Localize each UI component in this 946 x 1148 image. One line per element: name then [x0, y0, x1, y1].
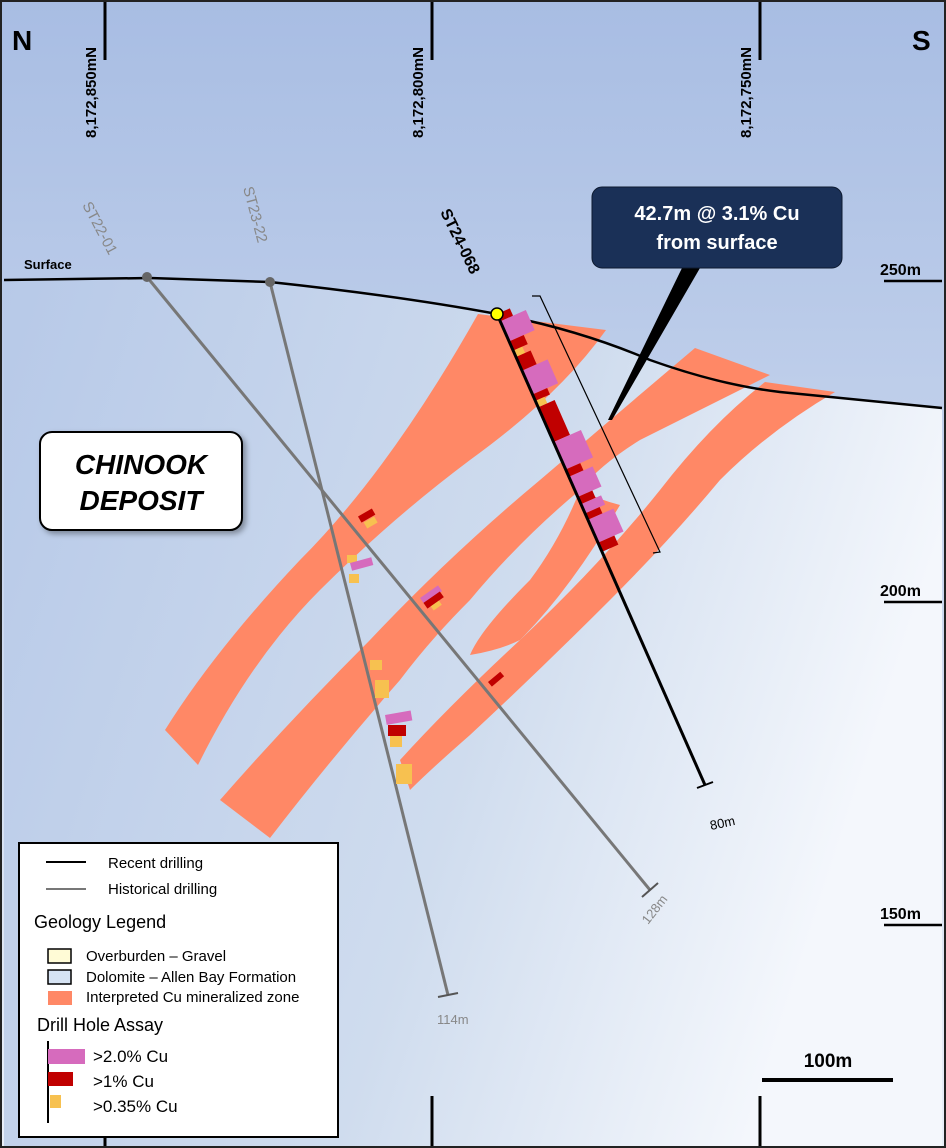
hole-depth: 80m — [709, 813, 737, 833]
surface-line — [3, 276, 943, 410]
south-label: S — [912, 25, 931, 56]
elevation-label: 250m — [880, 262, 921, 279]
legend-recent: Recent drilling — [108, 855, 203, 872]
legend-assay-title: Drill Hole Assay — [37, 1015, 163, 1035]
deposit-label: CHINOOK DEPOSIT — [39, 431, 243, 531]
northing-label: 8,172,850mN — [83, 47, 100, 138]
mineralized-zone-2 — [220, 348, 770, 838]
scale-bar-label: 100m — [804, 1051, 853, 1072]
intercept-bracket — [532, 295, 661, 554]
legend-geology-title: Geology Legend — [34, 912, 166, 932]
deposit-name-line1: CHINOOK — [75, 449, 209, 480]
elevation-scale: 250m 200m 150m — [880, 262, 942, 927]
callout-line2: from surface — [656, 232, 777, 254]
northing-label: 8,172,800mN — [410, 47, 427, 138]
mineralized-zone-1 — [165, 314, 606, 765]
st24-068-assays — [497, 308, 624, 552]
north-label: N — [12, 25, 32, 56]
legend-mineralized: Interpreted Cu mineralized zone — [86, 989, 299, 1006]
intercept-callout: 42.7m @ 3.1% Cu from surface — [591, 186, 843, 269]
elevation-label: 150m — [880, 906, 921, 923]
historical-assays — [347, 508, 505, 784]
drill-hole-st24-068[interactable]: ST24-068 80m — [436, 206, 736, 833]
legend: Recent drilling Historical drilling Geol… — [18, 842, 339, 1138]
surface-label: Surface — [24, 257, 72, 272]
legend-assay-mid: >1% Cu — [93, 1072, 154, 1091]
legend-assay-low: >0.35% Cu — [93, 1097, 178, 1116]
legend-overburden: Overburden – Gravel — [86, 948, 226, 965]
legend-dolomite: Dolomite – Allen Bay Formation — [86, 969, 296, 986]
callout-pointer — [608, 268, 700, 420]
callout-line1: 42.7m @ 3.1% Cu — [634, 203, 799, 225]
mineralized-zone-2-lobe — [470, 490, 620, 655]
scale-bar: 100m — [762, 1051, 893, 1082]
legend-assay-high: >2.0% Cu — [93, 1047, 168, 1066]
collar-marker — [490, 307, 504, 321]
hole-depth: 114m — [437, 1012, 469, 1027]
northing-label: 8,172,750mN — [738, 47, 755, 138]
deposit-name-line2: DEPOSIT — [80, 485, 206, 516]
elevation-label: 200m — [880, 583, 921, 600]
legend-historical: Historical drilling — [108, 881, 217, 898]
